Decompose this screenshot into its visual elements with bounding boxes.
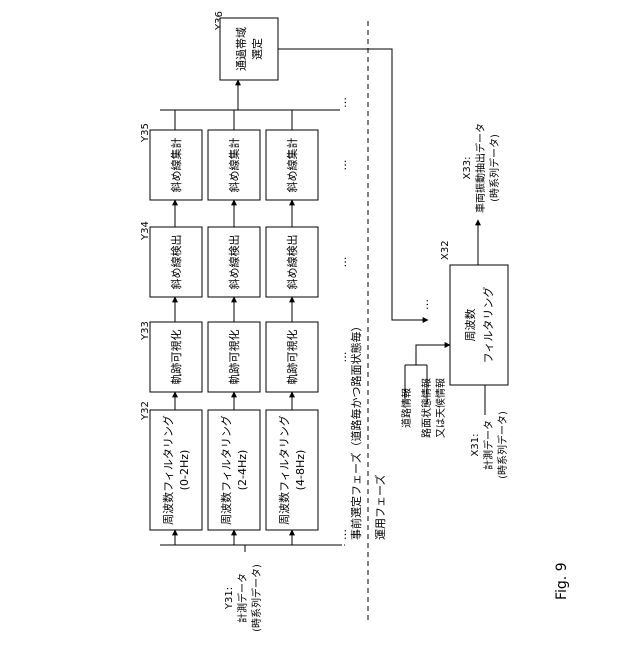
ellipsis-detect: … (336, 257, 349, 268)
y33-ref: Y33 (140, 321, 151, 341)
row-0-2hz: 周波数フィルタリング (0-2Hz) 軌跡可視化 斜め線検出 斜め線集計 (150, 110, 202, 545)
filter-2-4hz-label: 周波数フィルタリング (219, 415, 233, 525)
x31-line1: 計測データ (482, 420, 495, 470)
y34-ref: Y34 (140, 221, 151, 241)
band-select-line2: 選定 (250, 38, 264, 60)
detect-label-3: 斜め線検出 (285, 235, 299, 290)
x32-line1: 周波数 (464, 309, 477, 342)
filter-0-2hz-band: (0-2Hz) (178, 450, 191, 491)
x33-line1: 車両振動抽出データ (474, 123, 487, 213)
ellipsis-collector: … (336, 97, 349, 108)
y31-line1: 計測データ (236, 573, 249, 623)
aggregate-label-1: 斜め線集計 (169, 138, 183, 193)
ellipsis-aggregate: … (336, 160, 349, 171)
band-select-box (220, 18, 278, 80)
arrow-info-to-x32 (416, 345, 450, 365)
y31-ref: Y31: (224, 587, 235, 610)
detect-label-1: 斜め線検出 (169, 235, 183, 290)
visualize-label-3: 軌跡可視化 (285, 330, 299, 385)
x32-filter-box (450, 265, 508, 385)
visualize-label-1: 軌跡可視化 (169, 330, 183, 385)
filter-box-4-8hz (266, 410, 318, 530)
y35-ref: Y35 (140, 123, 151, 143)
phase-operation-label: 運用フェーズ (373, 475, 387, 540)
x31-ref: X31: (470, 434, 481, 457)
x31-input: X31: 計測データ (時系列データ) (470, 411, 509, 479)
filter-2-4hz-band: (2-4Hz) (236, 450, 249, 491)
fig-label: Fig. 9 (554, 562, 570, 600)
band-select-line1: 通過帯域 (235, 27, 248, 71)
x33-ref: X33: (462, 157, 473, 180)
y31-input: Y31: 計測データ (時系列データ) (224, 564, 263, 632)
surface-info-line2: 又は天候情報 (434, 378, 447, 438)
x32-ref: X32 (440, 240, 451, 260)
y32-ref: Y32 (140, 401, 151, 421)
filter-4-8hz-band: (4-8Hz) (294, 450, 307, 491)
ellipsis-visualize: … (336, 352, 349, 363)
filter-0-2hz-label: 周波数フィルタリング (161, 415, 175, 525)
aggregate-label-2: 斜め線集計 (227, 138, 241, 193)
x31-line2: (時系列データ) (496, 411, 509, 479)
phase-preselect-label: 事前選定フェーズ（道路毎かつ路面状態毎） (349, 321, 363, 540)
filter-box-0-2hz (150, 410, 202, 530)
x32-line2: フィルタリング (481, 287, 495, 364)
x31-feed-line (460, 385, 485, 415)
y31-line2: (時系列データ) (250, 564, 263, 632)
rotated-figure-group: Y31: 計測データ (時系列データ) 周波数フィルタリング (0-2Hz) 軌… (140, 11, 570, 632)
filter-4-8hz-label: 周波数フィルタリング (277, 415, 291, 525)
filter-box-2-4hz (208, 410, 260, 530)
row-4-8hz: 周波数フィルタリング (4-8Hz) 軌跡可視化 斜め線検出 斜め線集計 (266, 110, 318, 545)
x33-line2: (時系列データ) (488, 134, 501, 202)
aggregate-label-3: 斜め線集計 (285, 138, 299, 193)
ellipsis-input: … (336, 529, 349, 540)
detect-label-2: 斜め線検出 (227, 235, 241, 290)
road-info-label: 道路情報 (400, 388, 413, 428)
visualize-label-2: 軌跡可視化 (227, 330, 241, 385)
row-2-4hz: 周波数フィルタリング (2-4Hz) 軌跡可視化 斜め線検出 斜め線集計 (208, 110, 260, 545)
ellipsis-x32-input: … (418, 299, 431, 310)
